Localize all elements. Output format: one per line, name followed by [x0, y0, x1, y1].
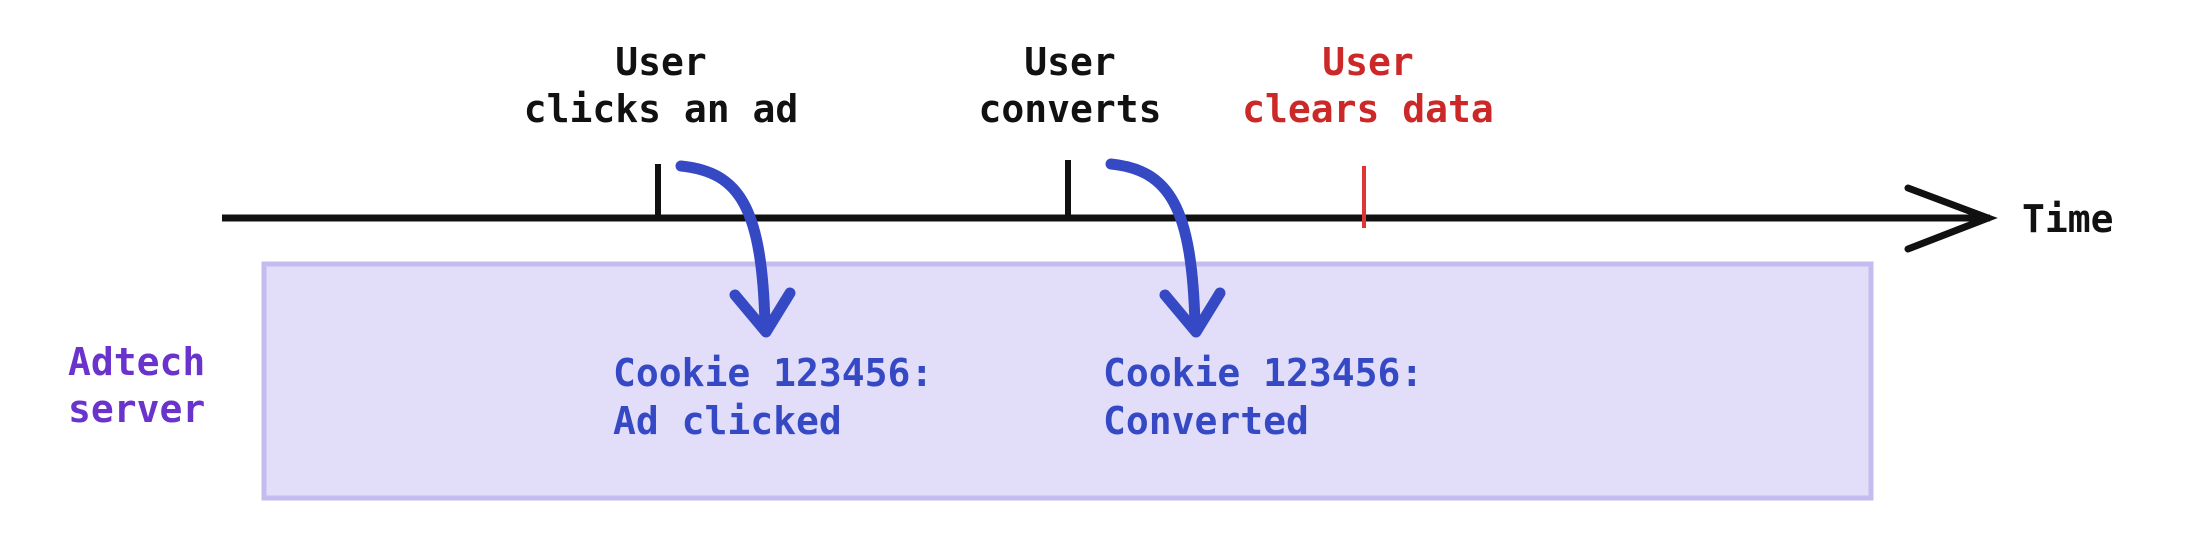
- server-log-ad-clicked-line2: Ad clicked: [613, 399, 842, 443]
- timeline-arrowhead-icon: [1904, 184, 1998, 253]
- event-label-ad-click-line1: User: [615, 40, 707, 84]
- event-label-conversion-line2: converts: [978, 87, 1161, 131]
- server-log-converted-line1: Cookie 123456:: [1103, 351, 1423, 395]
- event-label-clears-data-line2: clears data: [1242, 87, 1494, 131]
- adtech-server-box: [261, 261, 1874, 501]
- event-label-ad-click-line2: clicks an ad: [524, 87, 799, 131]
- server-log-converted-line2: Converted: [1103, 399, 1309, 443]
- event-label-conversion-line1: User: [1024, 40, 1116, 84]
- event-label-clears-data-line1: User: [1322, 40, 1414, 84]
- adtech-server-label-line1: Adtech: [68, 340, 205, 384]
- flow-arrow-conversion: [1105, 158, 1201, 331]
- server-log-ad-clicked-line1: Cookie 123456:: [613, 351, 933, 395]
- adtech-server-label-line2: server: [68, 387, 205, 431]
- flow-arrowhead-ad-click-icon: [729, 287, 796, 338]
- flow-arrowhead-conversion-icon: [1159, 287, 1226, 338]
- flow-arrow-ad-click: [675, 160, 771, 331]
- time-axis-label: Time: [2022, 197, 2114, 241]
